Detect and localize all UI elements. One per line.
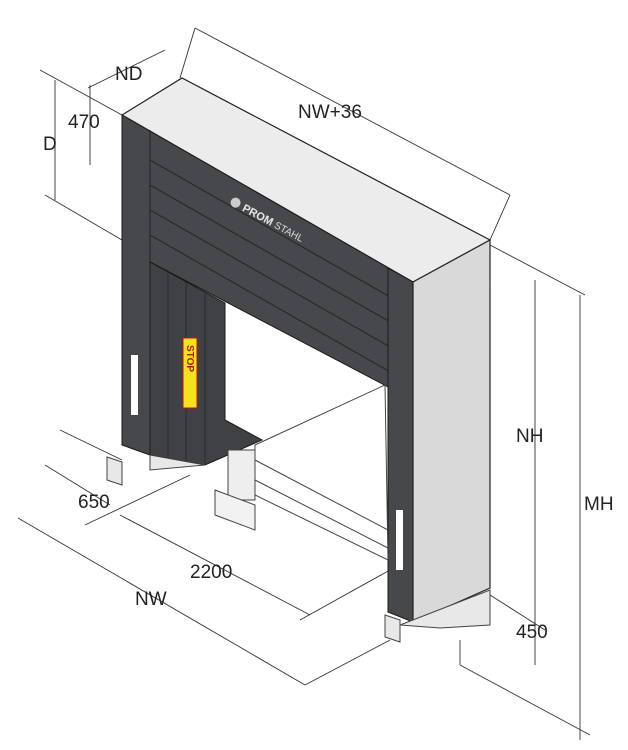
reflector-right (396, 510, 403, 570)
reflector-left (131, 355, 138, 415)
dim-nw: NW (135, 589, 167, 610)
side-panel (412, 238, 491, 623)
dim-nh: NH (516, 426, 543, 447)
dim-nw36: NW+36 (298, 102, 362, 123)
floor-brackets (106, 454, 491, 643)
svg-text:STOP: STOP (184, 345, 195, 372)
header-strips (149, 130, 414, 386)
dim-470: 470 (68, 112, 100, 133)
dimension-lines (17, 27, 591, 740)
dim-d: D (43, 134, 57, 155)
dim-650: 650 (78, 492, 110, 513)
dim-2200: 2200 (190, 562, 232, 583)
dim-nd: ND (115, 64, 142, 85)
dock-leveller (214, 384, 389, 561)
dim-450: 450 (516, 622, 548, 643)
dim-mh: MH (584, 494, 614, 515)
stop-sign: STOP (182, 337, 198, 409)
